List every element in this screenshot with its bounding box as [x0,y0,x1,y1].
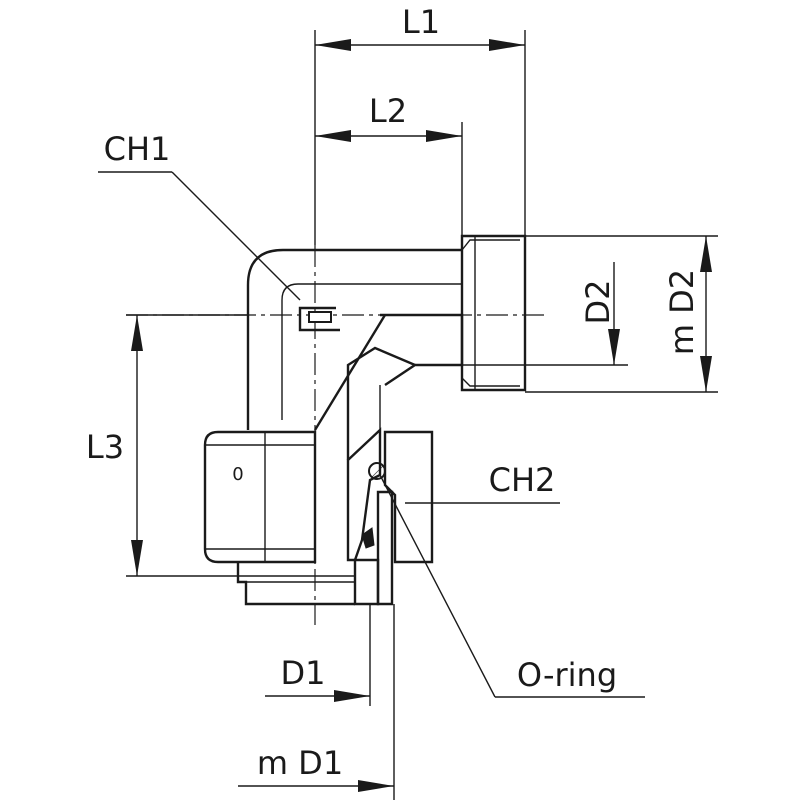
label-oring: O-ring [517,656,617,694]
dim-L2: L2 [315,92,463,236]
swivel-nut: 0 [203,430,317,564]
dim-D2: D2 [525,262,628,366]
elbow-body [246,248,464,460]
label-CH1: CH1 [104,130,171,168]
leader-CH2: CH2 [405,461,560,504]
tube-stud [236,562,355,606]
nut-mark: 0 [232,464,243,485]
label-D2: D2 [579,280,617,325]
dim-D1: D1 [265,604,371,706]
label-L3: L3 [86,428,124,466]
center-lines [126,245,545,625]
leader-CH1: CH1 [98,130,340,332]
threaded-end [460,234,527,392]
dim-L3: L3 [86,314,248,577]
leader-oring: O-ring [379,474,645,698]
section-view [346,427,434,606]
dim-L1: L1 [314,3,526,245]
label-CH2: CH2 [489,461,556,499]
label-D1: D1 [281,654,326,692]
label-L2: L2 [369,92,407,130]
dim-mD1: m D1 [238,604,395,800]
label-mD2: m D2 [663,269,701,355]
label-L1: L1 [402,3,440,41]
label-mD1: m D1 [257,744,343,782]
dim-mD2: m D2 [525,235,718,393]
